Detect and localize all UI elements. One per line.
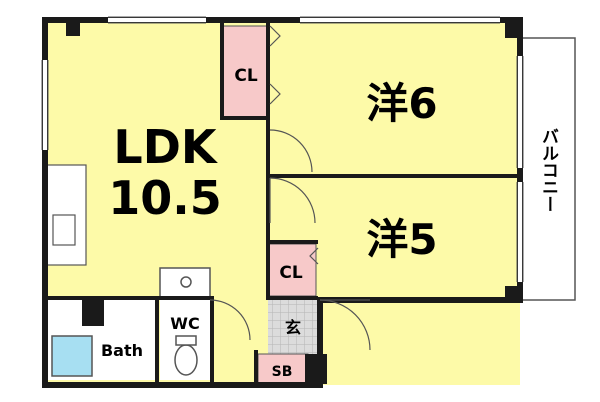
balcony-label: バルコニー [538,127,559,212]
windows [43,18,522,282]
toilet-tank [175,335,197,346]
ldk-size-label: 10.5 [108,171,222,225]
closet-middle-label: CL [279,263,302,283]
wash-basin [159,267,211,299]
ldk-name-label: LDK [113,120,218,174]
window-frames [41,16,524,282]
entrance-floor [268,300,318,355]
entrance-label: 玄 [285,318,301,337]
closet-top [221,25,269,119]
shoe-box-label: SB [272,364,293,380]
interior-walls [45,20,520,385]
bath-floor [95,306,151,376]
door-swings [209,25,371,351]
basin-drain-icon [180,276,192,288]
bath-label: Bath [101,341,143,360]
toilet-label: WC [170,314,199,333]
closet-top-label: CL [234,66,257,86]
kitchen-sink [52,214,76,246]
western-room-5-label: 洋5 [366,215,437,264]
balcony-area [519,37,576,301]
toilet-bowl [174,344,198,376]
western-room-6-label: 洋6 [366,79,437,128]
bathtub [51,335,93,377]
